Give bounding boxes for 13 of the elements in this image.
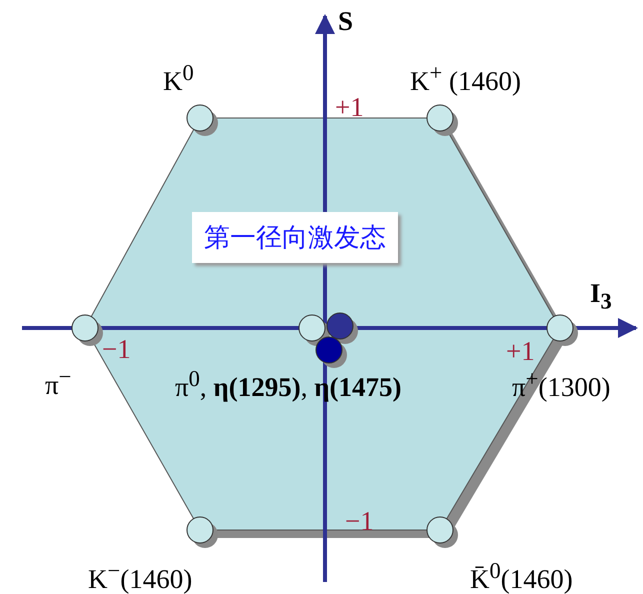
particle-label: K$^{0}$	[163, 62, 194, 95]
particle-label: π$^{−}$	[45, 366, 72, 399]
particle-label: K̄$^{0}$(1460)	[470, 560, 573, 593]
axis-label: S	[338, 8, 354, 35]
tick-label: +1	[335, 94, 364, 121]
particle-label: π$^{+}$(1300)	[512, 368, 610, 401]
particle-label: K$^{+}$ (1460)	[410, 62, 521, 95]
title-box: 第一径向激发态	[192, 212, 398, 263]
tick-label: −1	[102, 336, 131, 363]
tick-label: −1	[345, 508, 374, 535]
axis-label: I$_{3}$	[590, 280, 612, 313]
tick-label: +1	[506, 338, 535, 365]
particle-label: K$^{−}$(1460)	[88, 560, 192, 593]
